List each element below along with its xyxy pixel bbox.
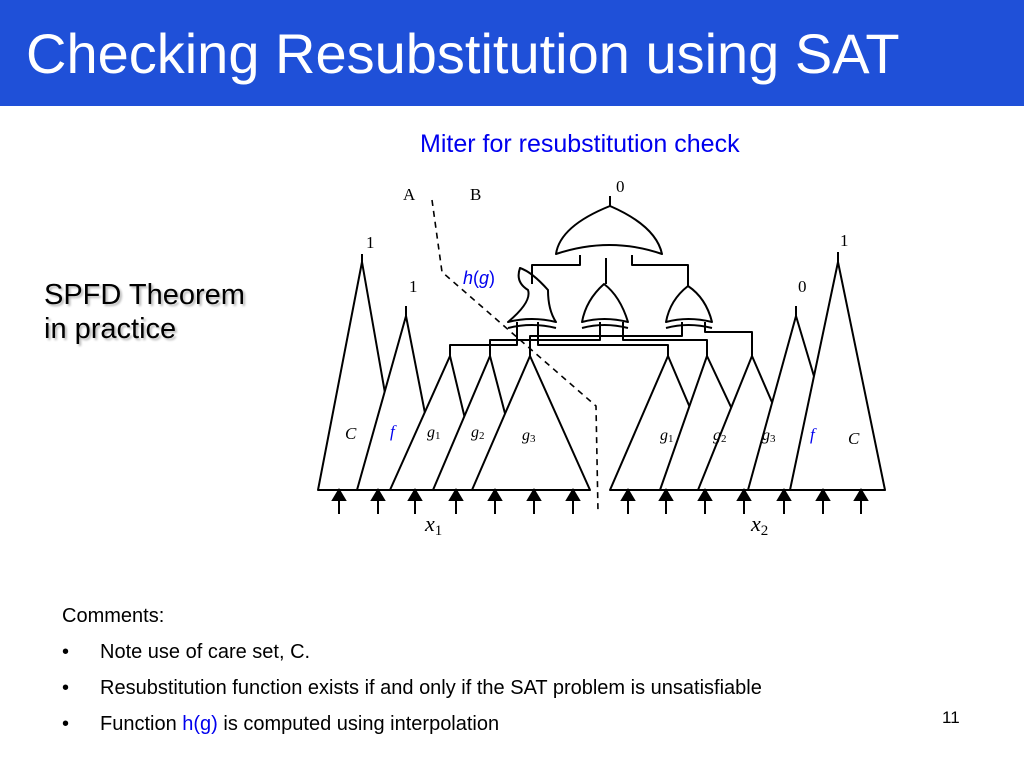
- side-note-line-2: in practice: [44, 313, 177, 345]
- xor-gate-2: [581, 283, 629, 329]
- input-arrow: [853, 488, 869, 514]
- input-arrow: [331, 488, 347, 514]
- input-arrow: [448, 488, 464, 514]
- spfd-theorem-note: SPFD Theorem in practice: [44, 278, 245, 346]
- right-care-output: 1: [840, 231, 849, 250]
- comments-heading: Comments:: [62, 605, 165, 627]
- right-care-cone: [789, 261, 886, 491]
- input-arrow: [407, 488, 423, 514]
- input-arrow: [526, 488, 542, 514]
- right-care-label: C: [848, 429, 860, 448]
- input-label-x2: x2: [750, 511, 768, 539]
- left-g2-label: g2: [471, 424, 485, 442]
- slide-title: Checking Resubstitution using SAT: [26, 22, 900, 85]
- left-g1-label: g1: [427, 424, 441, 442]
- input-arrow: [370, 488, 386, 514]
- miter-output-value: 0: [616, 177, 625, 196]
- right-f-output: 0: [798, 277, 807, 296]
- wire-xor3-or: [631, 255, 689, 286]
- left-care-label: C: [345, 424, 357, 443]
- hg-label: h(g): [463, 268, 495, 288]
- left-g3-label: g3: [522, 427, 536, 445]
- right-f-label: f: [810, 425, 817, 444]
- wire-left-g1: [449, 322, 518, 356]
- input-arrow: [620, 488, 636, 514]
- left-care-output: 1: [366, 233, 375, 252]
- bullet-3-highlight: h(g): [182, 713, 218, 735]
- partition-label-b: B: [470, 185, 481, 204]
- or-gate: [555, 205, 663, 255]
- input-arrow: [697, 488, 713, 514]
- side-note-line-1: SPFD Theorem: [44, 279, 245, 311]
- comment-bullet-3: Function h(g) is computed using interpol…: [62, 706, 762, 742]
- bullet-3-suffix: is computed using interpolation: [217, 713, 500, 735]
- wire-left-g2: [489, 322, 601, 356]
- right-g3-label: g3: [762, 427, 776, 445]
- input-arrow: [776, 488, 792, 514]
- left-g3-cone: [471, 355, 591, 491]
- right-g1-label: g1: [660, 427, 674, 445]
- right-g2-label: g2: [713, 427, 727, 445]
- wire-right-g2: [622, 322, 708, 356]
- comment-bullet-2: Resubstitution function exists if and on…: [62, 670, 762, 706]
- miter-diagram: A B 0 1 1 1 0 C f g1 g2 g3 g1 g2 g3 f C …: [317, 177, 886, 539]
- wire-left-g3: [529, 322, 683, 356]
- input-arrow: [487, 488, 503, 514]
- partition-label-a: A: [403, 185, 416, 204]
- page-number: 11: [942, 708, 960, 727]
- comments-section: Comments: Note use of care set, C. Resub…: [62, 598, 762, 742]
- input-arrow: [658, 488, 674, 514]
- xor-gate-3: [665, 285, 713, 329]
- bullet-3-prefix: Function: [100, 713, 183, 735]
- comment-bullet-1: Note use of care set, C.: [62, 634, 762, 670]
- title-bar: Checking Resubstitution using SAT: [0, 0, 1024, 106]
- wire-right-g1: [537, 322, 669, 356]
- wire-xor1-or: [531, 255, 581, 284]
- left-f-label: f: [390, 422, 397, 441]
- miter-caption: Miter for resubstitution check: [420, 130, 740, 158]
- input-arrow: [815, 488, 831, 514]
- input-label-x1: x1: [424, 511, 442, 539]
- left-f-output: 1: [409, 277, 418, 296]
- input-arrow: [736, 488, 752, 514]
- input-arrow: [565, 488, 581, 514]
- partition-line: [431, 199, 599, 513]
